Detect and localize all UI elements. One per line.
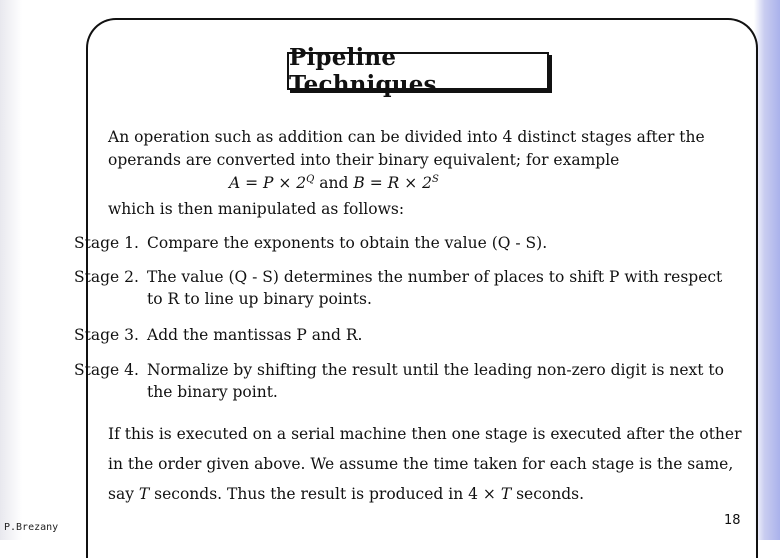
formula-and: and	[314, 174, 354, 193]
intro-line-3: which is then manipulated as follows:	[108, 200, 405, 218]
final-line-3-var-1: T	[138, 485, 150, 503]
final-line-3-part-c: seconds. Thus the result is produced in …	[149, 485, 501, 503]
final-line-3-part-a: say	[108, 485, 139, 503]
final-paragraph: If this is executed on a serial machine …	[108, 425, 742, 515]
stage-4-text-line-1: Normalize by shifting the result until t…	[147, 361, 724, 379]
slide-frame	[86, 18, 758, 558]
stage-4: Stage 4. Normalize by shifting the result…	[74, 361, 724, 401]
stage-1-label: Stage 1.	[74, 234, 139, 252]
formula-a-exponent: Q	[306, 174, 315, 185]
stage-1-text: Compare the exponents to obtain the valu…	[147, 234, 548, 252]
final-line-3: say T seconds. Thus the result is produc…	[108, 485, 742, 515]
stage-4-text-line-2: the binary point.	[147, 383, 278, 401]
slide-title-text: Pipeline Techniques	[289, 44, 437, 98]
right-edge-band	[754, 0, 780, 540]
author-label: P.Brezany	[4, 522, 59, 533]
page-number: 18	[724, 513, 741, 528]
formula-b-exponent: S	[431, 174, 439, 185]
final-line-3-var-2: T	[500, 485, 512, 503]
final-line-2: in the order given above. We assume the …	[108, 455, 734, 473]
intro-line-1: An operation such as addition can be div…	[108, 128, 705, 146]
formula-b: B = R × 2	[353, 174, 432, 193]
stage-4-label: Stage 4.	[74, 361, 139, 379]
intro-line-2: operands are converted into their binary…	[108, 151, 620, 169]
stage-2: Stage 2. The value (Q - S) determines the…	[74, 268, 722, 308]
final-line-1: If this is executed on a serial machine …	[108, 425, 742, 443]
stage-3: Stage 3. Add the mantissas P and R.	[74, 326, 362, 344]
stage-3-label: Stage 3.	[74, 326, 139, 344]
stage-3-text: Add the mantissas P and R.	[147, 326, 363, 344]
stage-2-text-line-1: The value (Q - S) determines the number …	[147, 268, 723, 286]
slide-title: Pipeline Techniques	[287, 44, 549, 98]
stage-1: Stage 1. Compare the exponents to obtain …	[74, 234, 547, 252]
left-edge-band	[0, 0, 22, 540]
formula-a: A = P × 2	[229, 174, 307, 193]
stage-2-label: Stage 2.	[74, 268, 139, 286]
stage-2-text-line-2: to R to line up binary points.	[147, 290, 372, 308]
final-line-3-part-e: seconds.	[511, 485, 585, 503]
formula: A = P × 2Q and B = R × 2S	[229, 174, 439, 192]
intro-paragraph: An operation such as addition can be div…	[108, 128, 705, 174]
